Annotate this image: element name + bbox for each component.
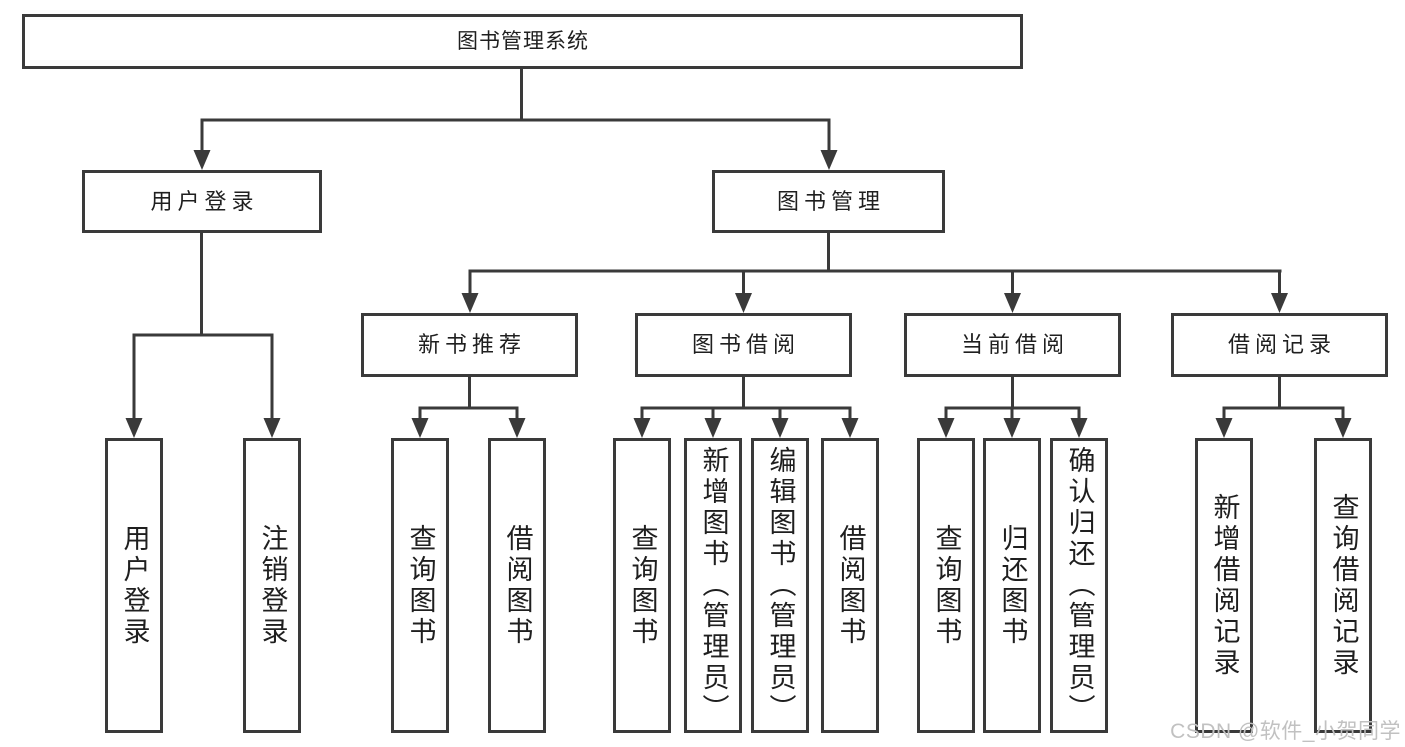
node-label: 图书管理: [776, 188, 885, 214]
node-label: 图书管理系统: [457, 30, 589, 53]
leaf-label: 归还图书: [997, 523, 1028, 648]
leaf-label: 新增图书（管理员）: [698, 446, 729, 725]
node-label: 借阅记录: [1227, 332, 1336, 357]
arrowhead-icon: [411, 418, 429, 438]
leaf-add-books-admin: 新增图书（管理员）: [684, 438, 742, 733]
arrowhead-icon: [1334, 418, 1352, 438]
leaf-label: 确认归还（管理员）: [1064, 446, 1095, 725]
node-label: 新书推荐: [417, 332, 526, 357]
leaf-label: 查询图书: [627, 523, 658, 648]
leaf-confirm-return-admin: 确认归还（管理员）: [1050, 438, 1108, 733]
node-new-book-recommend: 新书推荐: [361, 313, 578, 377]
arrowhead-icon: [735, 293, 752, 313]
arrowhead-icon: [633, 418, 651, 438]
arrowhead-icon: [1271, 293, 1288, 313]
arrowhead-icon: [1070, 418, 1088, 438]
node-borrow-records: 借阅记录: [1171, 313, 1388, 377]
leaf-query-borrow-record: 查询借阅记录: [1314, 438, 1372, 733]
arrowhead-icon: [508, 418, 526, 438]
arrowhead-icon: [771, 418, 789, 438]
arrowhead-icon: [937, 418, 955, 438]
arrowhead-icon: [263, 418, 281, 438]
node-current-borrow: 当前借阅: [904, 313, 1121, 377]
arrowhead-icon: [841, 418, 859, 438]
leaf-query-books-2: 查询图书: [613, 438, 671, 733]
leaf-add-borrow-record: 新增借阅记录: [1195, 438, 1253, 733]
leaf-edit-books-admin: 编辑图书（管理员）: [751, 438, 809, 733]
leaf-logout: 注销登录: [243, 438, 301, 733]
arrowhead-icon: [193, 150, 211, 170]
arrowhead-icon: [461, 293, 479, 313]
leaf-label: 借阅图书: [835, 523, 866, 648]
watermark: CSDN @软件_小贺同学: [1170, 720, 1401, 743]
leaf-label: 查询借阅记录: [1328, 492, 1359, 679]
node-label: 用户登录: [150, 188, 259, 214]
leaf-return-books: 归还图书: [983, 438, 1041, 733]
leaf-label: 注销登录: [257, 523, 288, 648]
node-book-borrow: 图书借阅: [635, 313, 852, 377]
node-library-management-system: 图书管理系统: [22, 14, 1023, 69]
arrowhead-icon: [1215, 418, 1233, 438]
leaf-label: 编辑图书（管理员）: [765, 446, 796, 725]
node-label: 当前借阅: [960, 332, 1069, 357]
node-book-management: 图书管理: [712, 170, 945, 233]
arrowhead-icon: [820, 150, 838, 170]
node-user-login: 用户登录: [82, 170, 322, 233]
arrowhead-icon: [1004, 293, 1021, 313]
node-label: 图书借阅: [691, 332, 800, 357]
leaf-query-books-1: 查询图书: [391, 438, 449, 733]
leaf-borrow-books-1: 借阅图书: [488, 438, 546, 733]
leaf-label: 用户登录: [119, 523, 150, 648]
leaf-label: 查询图书: [405, 523, 436, 648]
leaf-borrow-books-2: 借阅图书: [821, 438, 879, 733]
arrowhead-icon: [704, 418, 722, 438]
leaf-label: 查询图书: [931, 523, 962, 648]
leaf-label: 新增借阅记录: [1209, 492, 1240, 679]
arrowhead-icon: [125, 418, 143, 438]
leaf-user-login: 用户登录: [105, 438, 163, 733]
leaf-label: 借阅图书: [502, 523, 533, 648]
leaf-query-books-3: 查询图书: [917, 438, 975, 733]
arrowhead-icon: [1003, 418, 1021, 438]
